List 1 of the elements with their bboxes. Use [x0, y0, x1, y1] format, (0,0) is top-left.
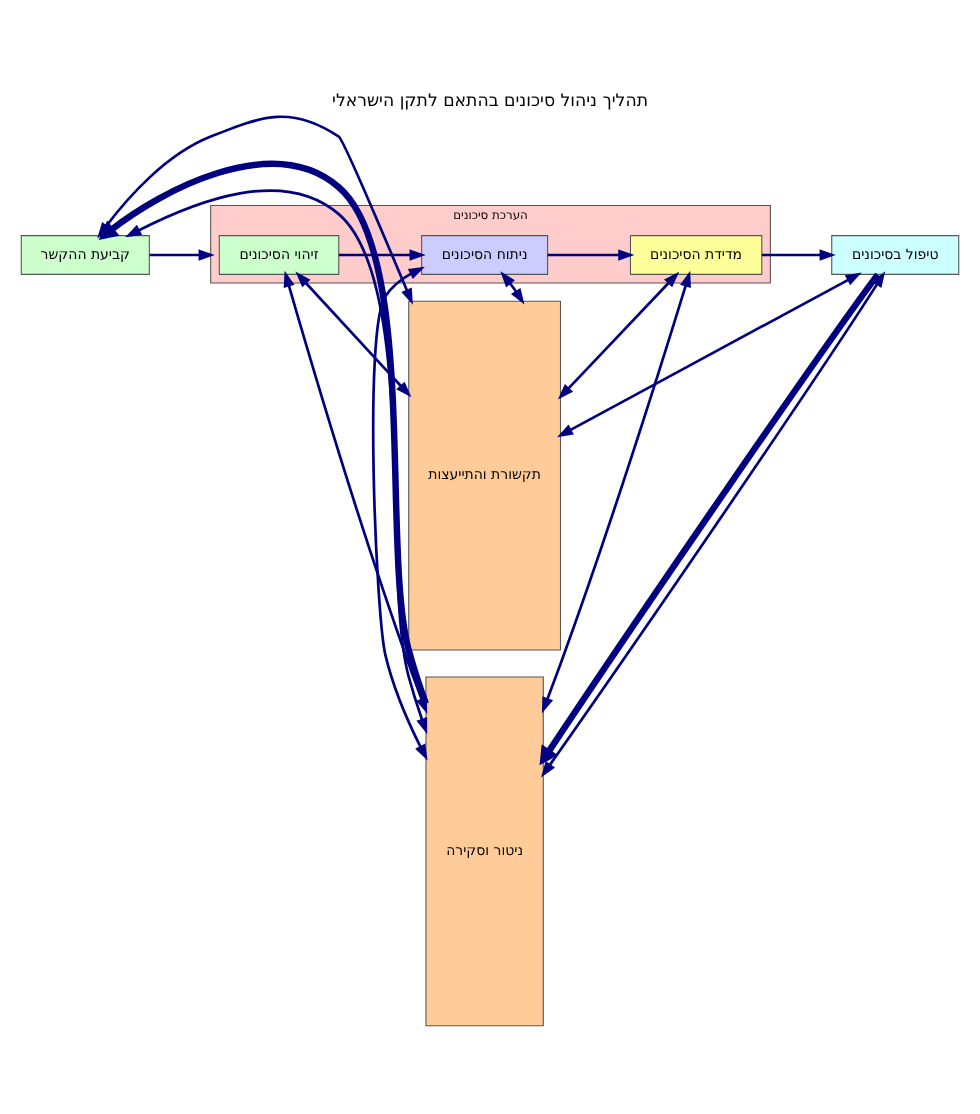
diagram-title: תהליך ניהול סיכונים בהתאם לתקן הישראלי [332, 92, 648, 113]
